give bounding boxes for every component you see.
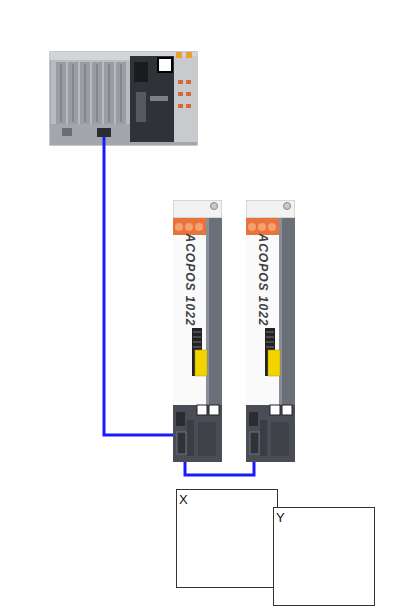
drive-illustration [173,200,222,462]
axis-label: Y [274,510,285,525]
network-cable [104,137,173,435]
servo-drive: ACOPOS 1022 [246,200,295,462]
drive-link-cable [185,462,254,475]
axis-box: X [176,489,278,588]
servo-drive: ACOPOS 1022 [173,200,222,462]
model-label: ACOPOS 1022 [256,233,268,326]
drive-illustration [246,200,295,462]
axis-label: X [177,492,188,507]
model-label: ACOPOS 1022 [183,233,195,326]
axis-box: Y [273,507,375,606]
